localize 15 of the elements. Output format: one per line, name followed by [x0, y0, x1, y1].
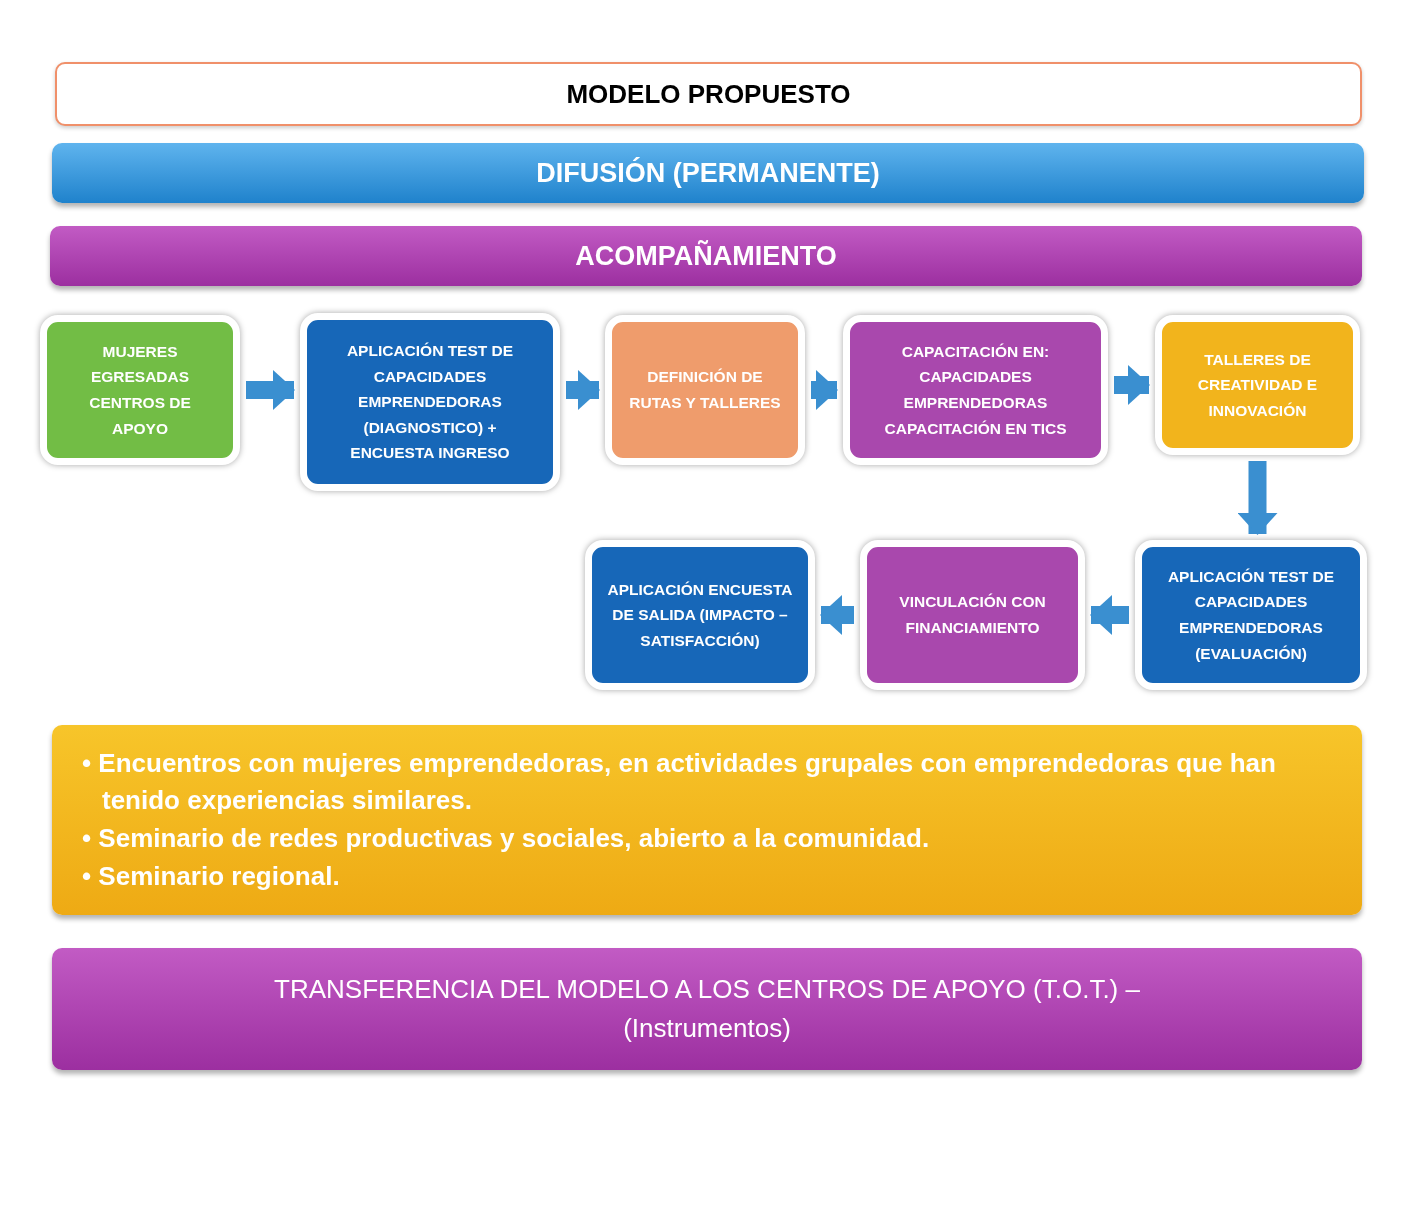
activities-panel — [52, 725, 1362, 915]
block-arrow — [566, 370, 600, 410]
title-box: MODELO PROPUESTO — [55, 62, 1362, 126]
phase-band: ACOMPAÑAMIENTO — [50, 226, 1362, 286]
block-arrow — [1114, 365, 1150, 405]
bullet-item: • Encuentros con mujeres emprendedoras, en actividades grupales con emprendedoras que han tenido experiencias similares. — [82, 746, 1277, 818]
block-arrow — [1237, 461, 1278, 535]
phase-band: DIFUSIÓN (PERMANENTE) — [52, 143, 1364, 203]
block-arrow — [1090, 595, 1129, 635]
block-arrow — [820, 595, 854, 635]
block-arrow — [246, 370, 295, 410]
bullet-item: • Seminario de redes productivas y sociales, abierto a la comunidad. — [82, 822, 931, 855]
bullet-item: • Seminario regional. — [82, 859, 341, 893]
transfer-band: TRANSFERENCIA DEL MODELO A LOS CENTROS DE APOYO (T.O.T.) – (Instrumentos) — [52, 948, 1362, 1070]
block-arrow — [811, 370, 838, 410]
